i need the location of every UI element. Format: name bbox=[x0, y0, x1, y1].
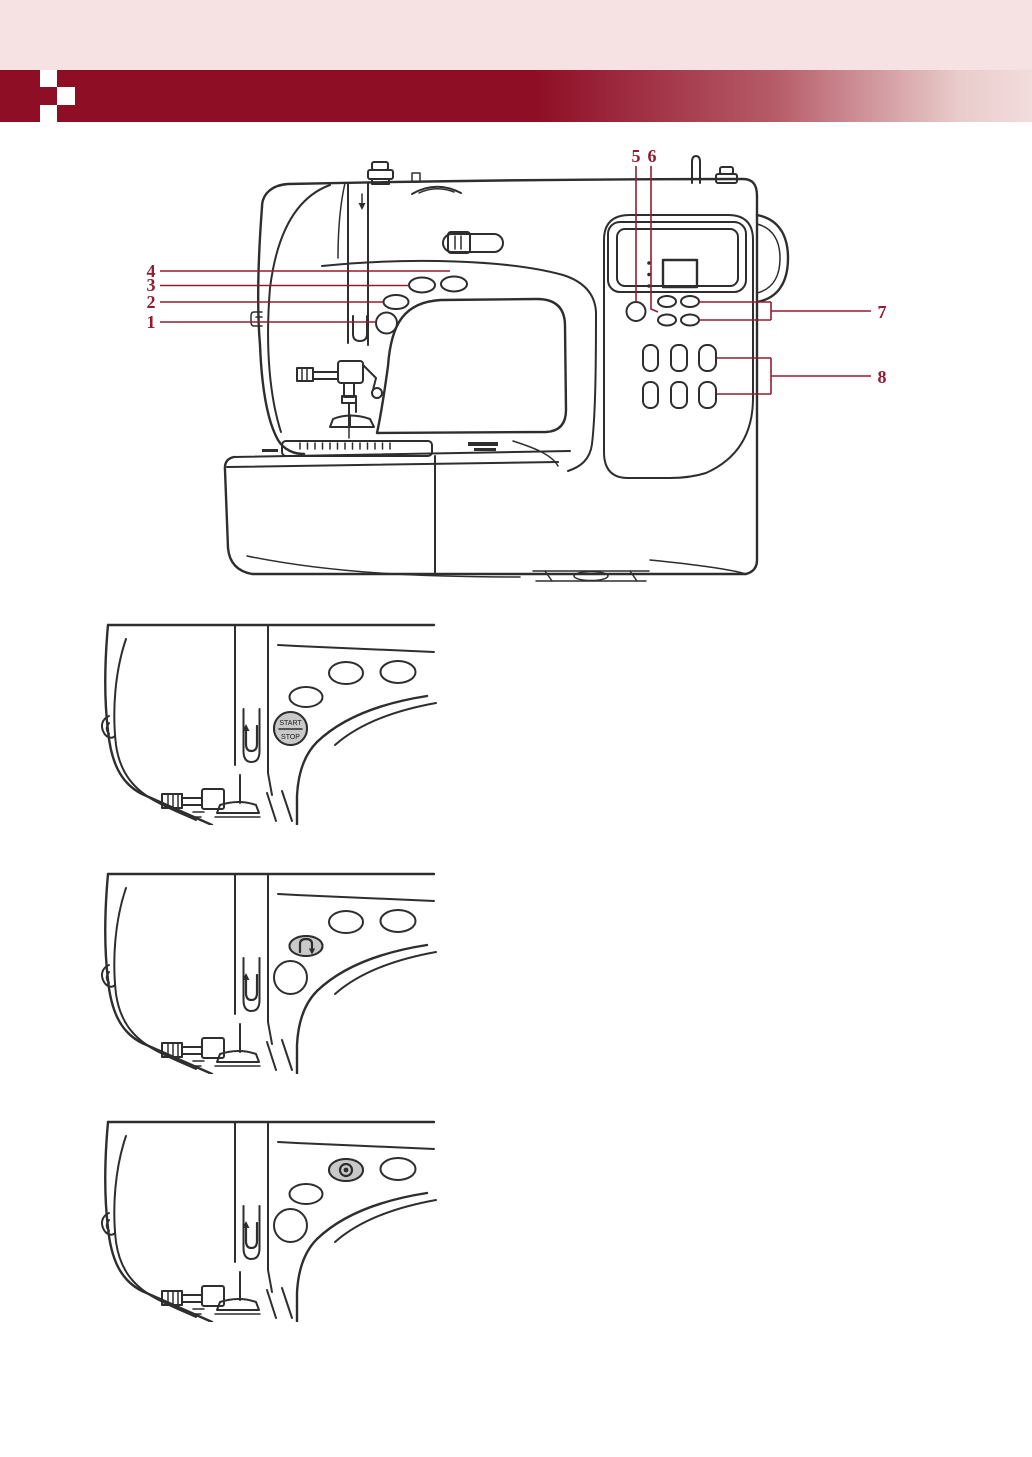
callout-5: 5 bbox=[632, 146, 641, 166]
detail-figure-auto-lock bbox=[102, 1122, 436, 1322]
panel-round-button bbox=[625, 301, 647, 322]
bobbin-winder-knob bbox=[367, 161, 394, 185]
callout-8: 8 bbox=[878, 367, 887, 387]
needle-plate bbox=[262, 440, 498, 457]
control-panel-outline bbox=[603, 214, 754, 479]
callout-2: 2 bbox=[147, 292, 156, 312]
start-label: START bbox=[279, 720, 302, 727]
auto-lock-button bbox=[328, 1158, 364, 1182]
callout-3: 3 bbox=[147, 275, 156, 295]
thread-cutter bbox=[250, 311, 263, 327]
base-contour-left bbox=[246, 555, 521, 578]
stop-label: STOP bbox=[281, 734, 300, 741]
faceplate-curve bbox=[267, 184, 331, 433]
banner-checker-square bbox=[40, 70, 58, 88]
handwheel bbox=[755, 213, 790, 304]
lcd-bezel bbox=[607, 221, 747, 293]
auto-lock-button bbox=[408, 276, 436, 294]
detail-figure-reverse-stitch bbox=[102, 874, 436, 1074]
callout-leader-lines bbox=[160, 166, 871, 395]
stitch-select-button-grid bbox=[642, 344, 717, 409]
banner-checker-square bbox=[40, 104, 58, 123]
threading-slot bbox=[352, 315, 368, 342]
bottom-slot bbox=[532, 570, 650, 582]
spool-cap bbox=[715, 166, 738, 184]
chapter-banner bbox=[0, 70, 1032, 123]
machine-top-edge bbox=[260, 177, 759, 209]
arm-front-contour bbox=[321, 259, 597, 472]
lcd-indicator-dots bbox=[647, 261, 651, 288]
spool-pin bbox=[691, 155, 701, 184]
needle-position-button bbox=[440, 275, 468, 293]
reverse-stitch-button bbox=[288, 935, 324, 957]
arm-cutout bbox=[375, 297, 568, 435]
reverse-stitch-icon bbox=[298, 937, 316, 955]
callout-4: 4 bbox=[147, 261, 156, 281]
start-stop-button bbox=[375, 311, 398, 335]
bed-front-edge bbox=[226, 461, 559, 468]
speed-control-slider bbox=[442, 231, 504, 254]
callout-7: 7 bbox=[878, 302, 887, 322]
needle-assembly bbox=[296, 360, 383, 439]
pillar-bed-merge bbox=[512, 440, 559, 467]
callout-6: 6 bbox=[648, 146, 657, 166]
machine-head-left-edge bbox=[257, 205, 306, 456]
machine-base-bottom bbox=[223, 455, 748, 576]
lcd-display-window bbox=[661, 258, 699, 289]
banner-checker-square bbox=[57, 87, 75, 105]
machine-right-edge bbox=[744, 194, 759, 576]
winder-stopper bbox=[411, 172, 421, 183]
detail-figure-start-stop: START STOP bbox=[102, 625, 436, 825]
reverse-stitch-button bbox=[382, 294, 410, 310]
base-contour-right bbox=[649, 559, 747, 575]
panel-oval-buttons bbox=[657, 295, 700, 327]
start-stop-button: START STOP bbox=[273, 711, 308, 746]
callout-1: 1 bbox=[147, 312, 156, 332]
main-machine-figure: 1 2 3 4 5 6 7 8 bbox=[147, 146, 887, 582]
carry-handle-recess bbox=[411, 185, 462, 195]
header-band bbox=[0, 0, 1032, 70]
auto-lock-icon bbox=[338, 1162, 354, 1178]
lcd-screen bbox=[616, 228, 739, 287]
faceplate-seam bbox=[337, 182, 346, 259]
down-arrow-icon bbox=[358, 193, 366, 210]
